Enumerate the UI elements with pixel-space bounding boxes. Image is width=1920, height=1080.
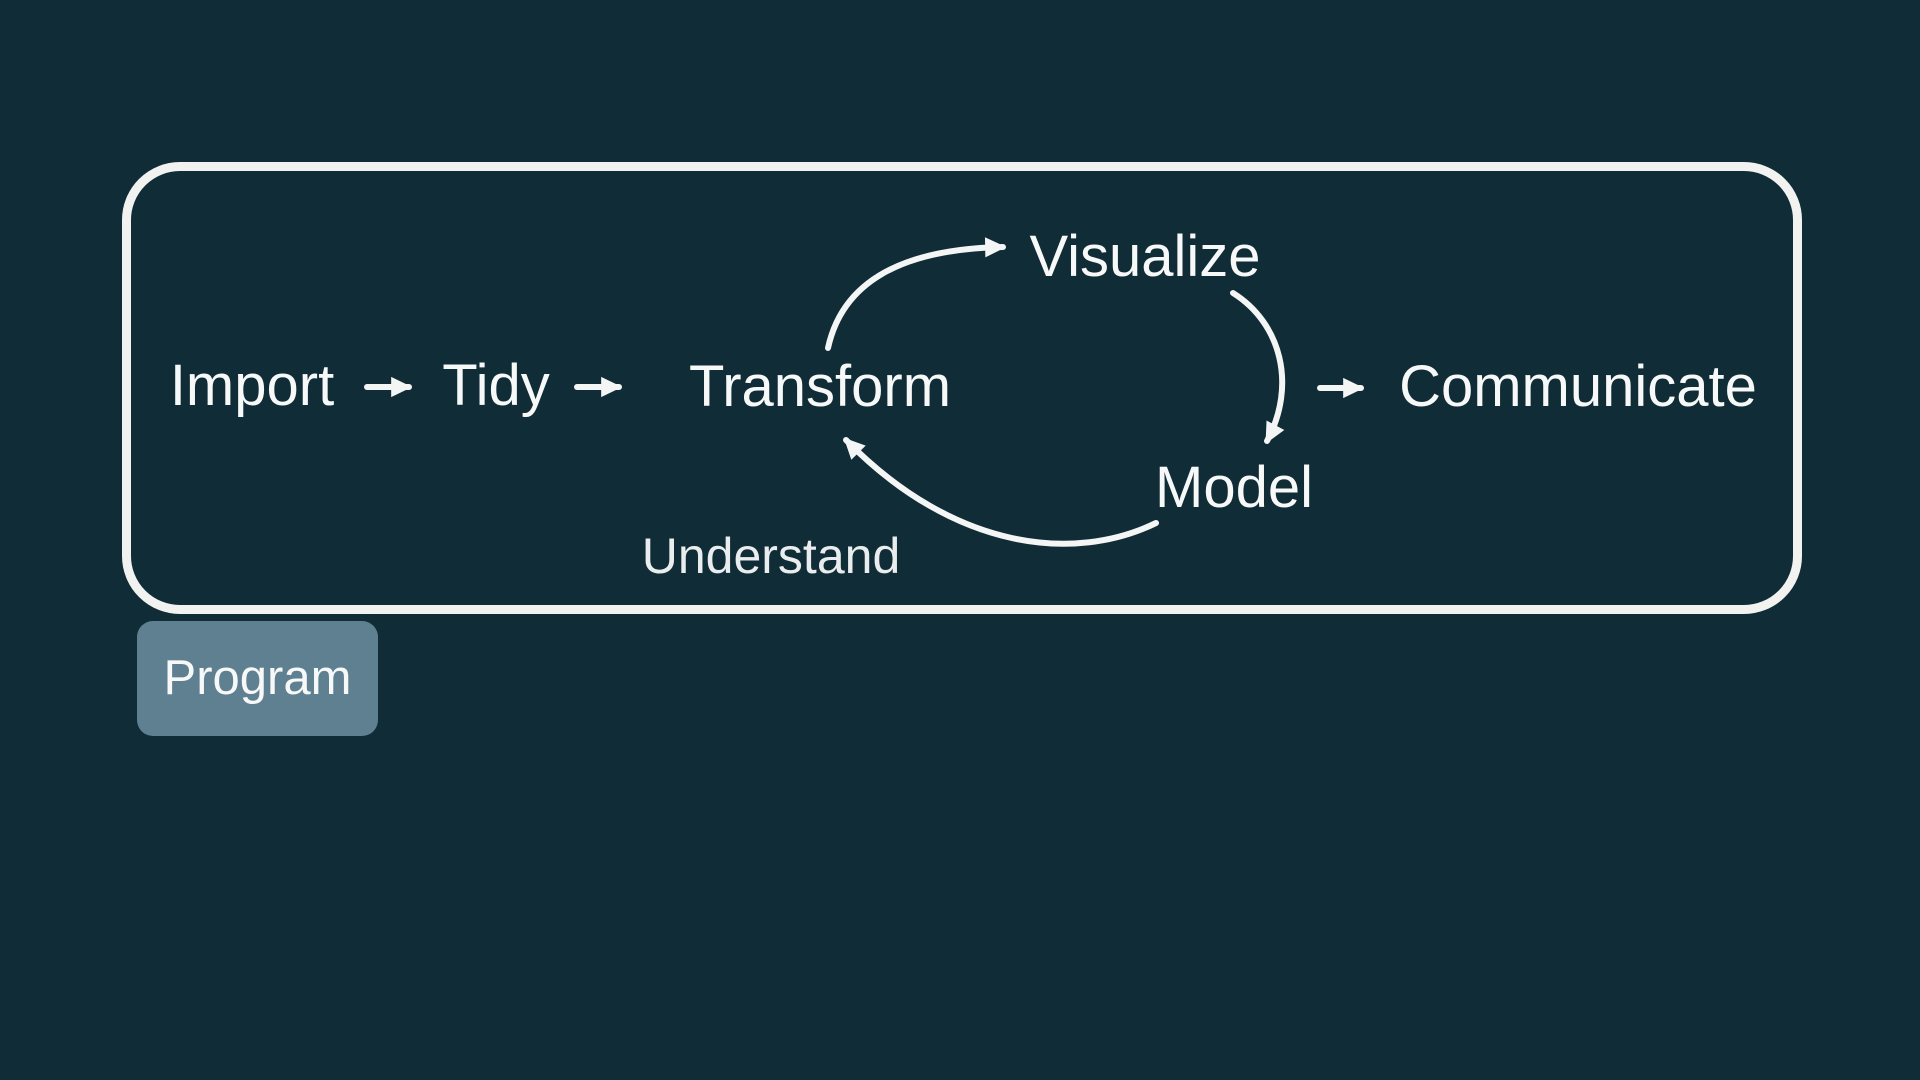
node-tidy: Tidy bbox=[442, 353, 550, 418]
understand-cycle-label: Understand bbox=[641, 528, 901, 584]
node-model: Model bbox=[1155, 455, 1313, 520]
program-label: Program bbox=[163, 651, 352, 705]
node-import: Import bbox=[169, 353, 335, 418]
program-box: Program bbox=[137, 621, 378, 736]
node-transform: Transform bbox=[688, 354, 952, 419]
node-visualize: Visualize bbox=[1029, 224, 1261, 289]
node-communicate: Communicate bbox=[1399, 354, 1757, 419]
workflow-outline-box bbox=[122, 162, 1802, 614]
